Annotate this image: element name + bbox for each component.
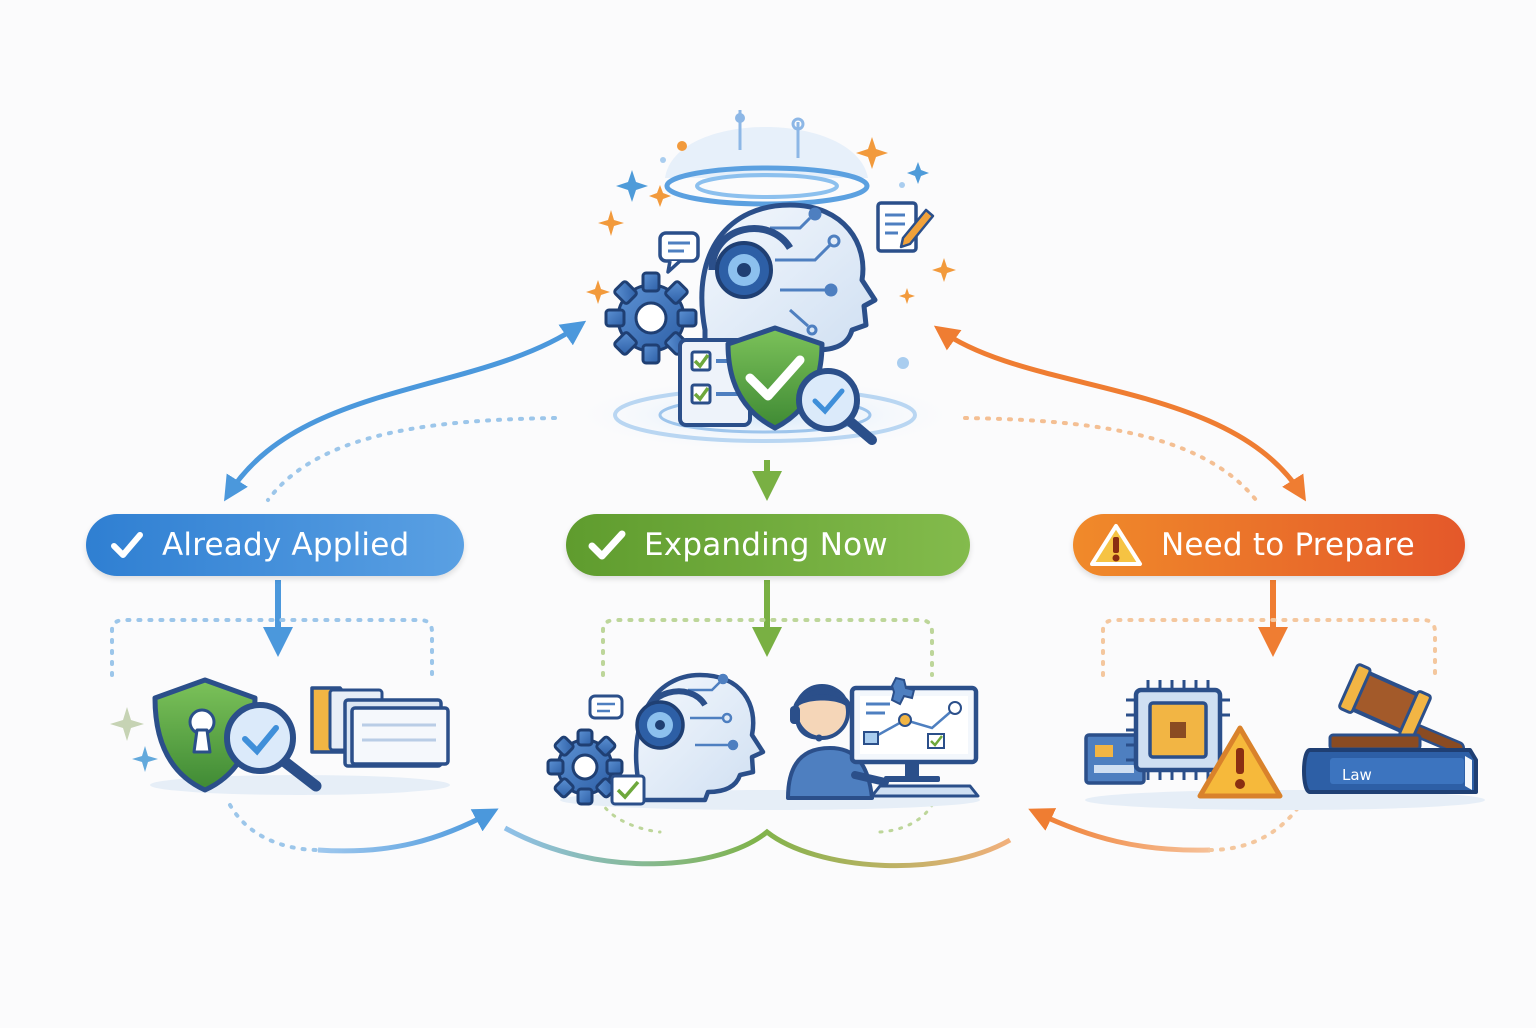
sparkle-icon: [110, 707, 144, 741]
circuit-lines: [770, 207, 841, 336]
gavel-icon: [1328, 663, 1465, 755]
robot-eye-pupil: [737, 263, 751, 277]
applied-cluster: [110, 677, 450, 795]
shield-lock-icon: [152, 677, 258, 793]
expanding-now-pill: Expanding Now: [566, 514, 970, 576]
chat-bubble-icon: [588, 694, 624, 720]
gear-icon: [546, 728, 624, 806]
gear-icon: [604, 271, 698, 365]
folders-icon: [310, 686, 450, 768]
flow-applied-to-expanding: [317, 808, 499, 854]
magnifier-check-icon: [796, 368, 877, 445]
arrow-hub-to-applied: [224, 320, 587, 502]
bracket-prepare: [1101, 618, 1437, 677]
magnifier-check-icon: [224, 702, 322, 792]
document-pencil-icon: [876, 201, 935, 253]
prepare-shadow: [1085, 790, 1485, 810]
robot-eye-pupil: [655, 720, 665, 730]
dotted-hub-to-prepare: [963, 416, 1258, 502]
headset-band: [708, 225, 793, 271]
already-applied-pill: Already Applied: [86, 514, 464, 576]
circuit-lines: [688, 673, 739, 751]
flow-expanding-bottom: [503, 825, 1012, 869]
check-icon: [588, 529, 626, 561]
antenna-node-1: [735, 113, 745, 123]
warning-triangle-icon: [1197, 725, 1283, 799]
puzzle-icon: [890, 676, 916, 706]
check-icon: [110, 530, 144, 560]
pill-label: Expanding Now: [644, 527, 888, 563]
need-to-prepare-pill: Need to Prepare: [1073, 514, 1465, 576]
arrow-hub-to-prepare: [933, 325, 1306, 502]
chip-icon: [1084, 680, 1230, 785]
hub-halo-1: [664, 165, 870, 207]
warning-icon: [1089, 523, 1143, 567]
sparkle-icon: [132, 746, 158, 772]
monitor-icon: [849, 676, 980, 798]
dotted-applied-bottom: [228, 803, 320, 852]
hub-halo-2: [695, 173, 839, 199]
chat-bubble-icon: [658, 231, 700, 274]
dotted-hub-to-applied: [266, 416, 557, 502]
sparkle-icons: [586, 137, 956, 369]
pill-label: Need to Prepare: [1161, 527, 1415, 563]
book-label: Law: [1342, 766, 1372, 784]
flow-prepare-to-expanding: [1028, 808, 1211, 853]
antenna-node-2: [791, 117, 805, 131]
checkbox-icon: [610, 774, 646, 806]
dotted-prepare-bottom: [1208, 803, 1302, 852]
expanding-cluster: [546, 672, 980, 810]
central-ai-hub: [583, 110, 956, 450]
hub-dome: [665, 127, 868, 178]
bracket-applied: [110, 618, 434, 677]
pill-label: Already Applied: [162, 527, 410, 563]
prepare-cluster: Law: [1084, 663, 1485, 810]
law-book-icon: Law: [1302, 748, 1478, 794]
